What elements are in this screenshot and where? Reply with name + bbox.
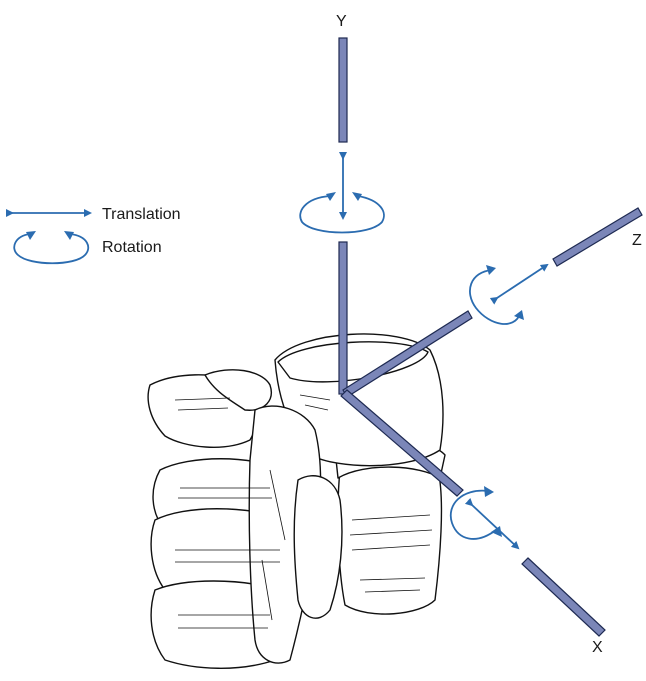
vertebrae-illustration (148, 334, 445, 668)
y-axis-label: Y (336, 13, 347, 30)
x-axis-outer-segment (522, 558, 605, 636)
y-axis-lower-segment (339, 242, 347, 394)
z-axis-rotation-arrow (470, 265, 524, 324)
legend-rotation-label: Rotation (102, 239, 162, 256)
z-axis-upper-segment (553, 208, 642, 266)
x-axis-translation-arrow (472, 505, 518, 548)
legend-translation-label: Translation (102, 206, 181, 223)
y-axis-upper-segment (339, 38, 347, 142)
z-axis-label: Z (632, 232, 642, 249)
legend: Translation Rotation (12, 206, 181, 263)
x-axis-label: X (592, 639, 603, 656)
z-axis-translation-arrow (497, 265, 547, 298)
y-axis-rotation-arrow (300, 192, 384, 233)
legend-rotation-arrow (14, 231, 88, 263)
